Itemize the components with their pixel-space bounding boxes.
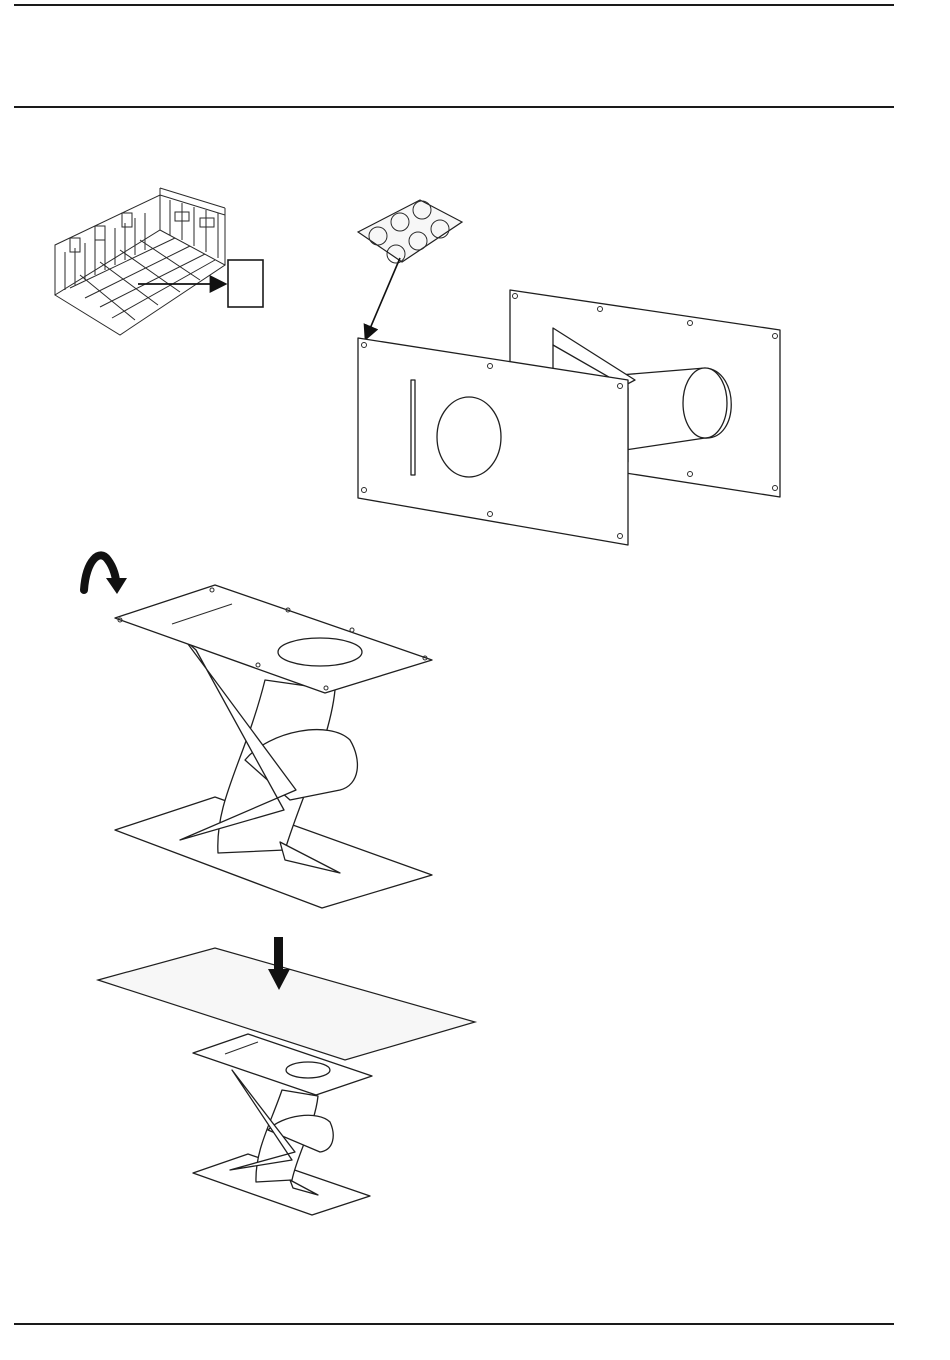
rotated-assembly-figure [84, 555, 432, 908]
wall-thimble-figure [358, 290, 780, 545]
seal-sheet-figure [358, 200, 462, 338]
ceiling-placement-figure [98, 937, 475, 1215]
room-corner-figure [55, 188, 263, 335]
